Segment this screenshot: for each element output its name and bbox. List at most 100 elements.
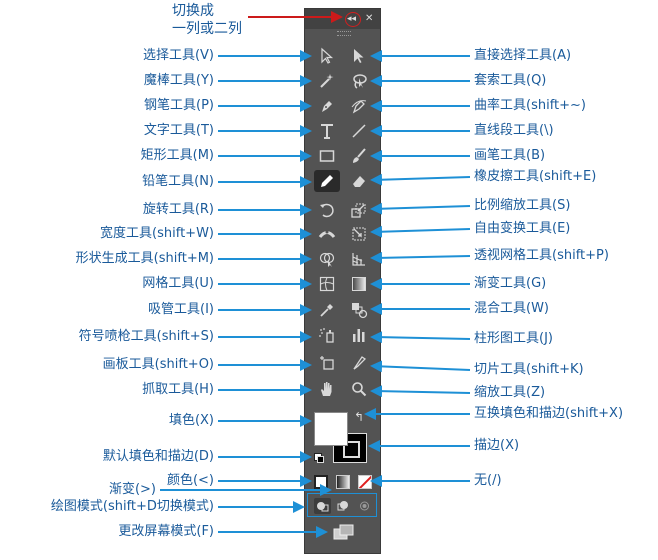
draw-normal-button[interactable] <box>314 498 331 514</box>
label-rotate-tool: 旋转工具(R) <box>142 202 214 217</box>
label-stroke: 描边(X) <box>474 438 520 453</box>
symbol-sprayer-tool[interactable] <box>314 324 340 346</box>
selection-tool[interactable] <box>314 45 340 67</box>
label-gradient-tool: 渐变工具(G) <box>474 276 547 291</box>
draw-inside-icon <box>360 501 369 511</box>
draw-mode-highlight <box>307 493 377 517</box>
shape-builder-icon <box>319 252 335 267</box>
symbol-sprayer-icon <box>319 328 334 343</box>
eraser-icon <box>353 176 365 187</box>
swap-fill-stroke-icon[interactable]: ↰ <box>354 410 365 424</box>
perspective-grid-tool[interactable] <box>346 248 372 270</box>
type-tool[interactable] <box>314 120 340 142</box>
tools-panel: ◂◂ ✕ <box>304 8 381 554</box>
label-paintbrush-tool: 画笔工具(B) <box>474 148 546 163</box>
direct-selection-icon <box>354 49 364 63</box>
label-swap-fill-stroke: 互换填色和描边(shift+X) <box>474 406 624 421</box>
magic-wand-icon <box>320 74 334 88</box>
fill-swatch[interactable] <box>314 412 348 446</box>
label-pen-tool: 钢笔工具(P) <box>144 98 214 113</box>
label-color: 颜色(<) <box>166 473 214 488</box>
label-direct-selection-tool: 直接选择工具(A) <box>474 48 572 63</box>
mesh-icon <box>319 276 335 292</box>
collapse-toggle-highlight <box>345 12 361 27</box>
line-segment-tool[interactable] <box>346 120 372 142</box>
label-shape-builder-tool: 形状生成工具(shift+M) <box>75 251 214 266</box>
label-curvature-tool: 曲率工具(shift+~) <box>474 98 586 113</box>
label-scale-tool: 比例缩放工具(S) <box>474 198 571 213</box>
label-column-graph-tool: 柱形图工具(J) <box>474 331 553 346</box>
label-width-tool: 宽度工具(shift+W) <box>100 226 214 241</box>
artboard-icon <box>320 356 334 370</box>
panel-grip[interactable] <box>337 31 351 36</box>
label-eyedropper-tool: 吸管工具(I) <box>148 302 214 317</box>
label-zoom-tool: 缩放工具(Z) <box>474 385 546 400</box>
label-none: 无(/) <box>474 473 502 488</box>
pen-icon <box>322 101 332 112</box>
close-panel-button[interactable]: ✕ <box>365 13 374 24</box>
color-button[interactable] <box>314 475 328 489</box>
blend-tool[interactable] <box>346 299 372 321</box>
gradient-icon <box>352 277 366 291</box>
rotate-icon <box>320 203 334 218</box>
blend-icon <box>352 303 368 319</box>
selection-icon <box>321 47 334 64</box>
scale-icon <box>351 203 366 218</box>
label-perspective-grid-tool: 透视网格工具(shift+P) <box>474 248 609 263</box>
label-eraser-tool: 橡皮擦工具(shift+E) <box>474 169 597 184</box>
line-segment-icon <box>352 124 366 138</box>
label-screen-mode: 更改屏幕模式(F) <box>118 524 214 539</box>
pencil-icon <box>321 175 333 187</box>
gradient-button[interactable] <box>336 475 350 489</box>
label-symbol-sprayer-tool: 符号喷枪工具(shift+S) <box>78 329 214 344</box>
hand-icon <box>321 382 332 396</box>
gradient-tool[interactable] <box>346 273 372 295</box>
label-magic-wand-tool: 魔棒工具(Y) <box>143 73 214 88</box>
pencil-tool[interactable] <box>314 170 340 192</box>
label-mesh-tool: 网格工具(U) <box>142 276 214 291</box>
label-lasso-tool: 套索工具(Q) <box>474 73 547 88</box>
none-button[interactable] <box>358 475 372 489</box>
slice-tool[interactable] <box>346 352 372 374</box>
magic-wand-tool[interactable] <box>314 70 340 92</box>
scale-tool[interactable] <box>346 199 372 221</box>
shape-builder-tool[interactable] <box>314 248 340 270</box>
draw-behind-icon <box>337 501 348 511</box>
eraser-tool[interactable] <box>346 170 372 192</box>
label-default-fill-stroke: 默认填色和描边(D) <box>102 449 214 464</box>
rotate-tool[interactable] <box>314 199 340 221</box>
collapse-panel-button[interactable]: ◂◂ <box>347 14 357 24</box>
artboard-tool[interactable] <box>314 352 340 374</box>
free-transform-tool[interactable] <box>346 223 372 245</box>
pen-tool[interactable] <box>314 95 340 117</box>
label-pencil-tool: 铅笔工具(N) <box>142 174 214 189</box>
paintbrush-tool[interactable] <box>346 145 372 167</box>
lasso-icon <box>353 74 367 89</box>
mesh-tool[interactable] <box>314 273 340 295</box>
label-drawing-mode: 绘图模式(shift+D切换模式) <box>50 499 214 514</box>
zoom-tool[interactable] <box>346 378 372 400</box>
lasso-tool[interactable] <box>346 70 372 92</box>
label-artboard-tool: 画板工具(shift+O) <box>102 357 214 372</box>
screen-mode-button[interactable] <box>333 523 355 541</box>
slice-icon <box>353 356 367 370</box>
hand-tool[interactable] <box>314 378 340 400</box>
rectangle-tool[interactable] <box>314 145 340 167</box>
paintbrush-icon <box>353 148 366 163</box>
screen-mode-icon <box>333 524 354 540</box>
column-graph-tool[interactable] <box>346 324 372 346</box>
label-type-tool: 文字工具(T) <box>143 123 214 138</box>
label-free-transform-tool: 自由变换工具(E) <box>474 221 571 236</box>
curvature-tool[interactable] <box>346 95 372 117</box>
direct-selection-tool[interactable] <box>346 45 372 67</box>
draw-behind-button[interactable] <box>335 498 352 514</box>
draw-inside-button[interactable] <box>356 498 373 514</box>
free-transform-icon <box>352 227 366 241</box>
width-tool[interactable] <box>314 223 340 245</box>
eyedropper-icon <box>320 304 333 317</box>
collapse-note-line2: 一列或二列 <box>172 21 242 37</box>
label-selection-tool: 选择工具(V) <box>142 48 214 63</box>
eyedropper-tool[interactable] <box>314 299 340 321</box>
default-fill-stroke-icon[interactable] <box>314 453 324 463</box>
type-icon <box>321 124 333 139</box>
